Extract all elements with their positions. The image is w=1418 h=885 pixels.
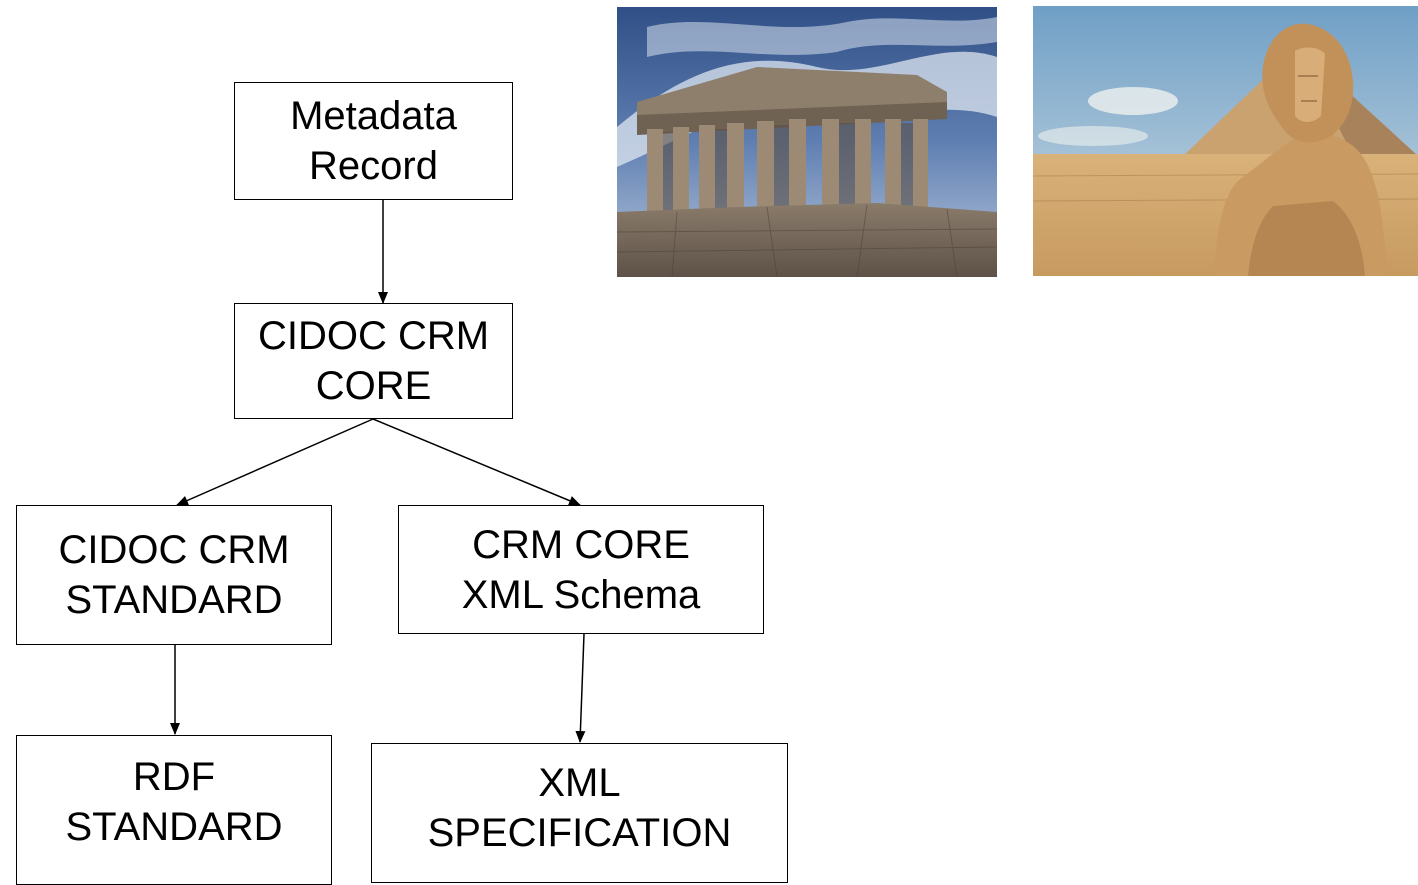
edge-schema-to-xmlspec	[575, 633, 586, 743]
node-metadata-record: Metadata Record	[234, 82, 513, 200]
node-core-line2: CORE	[315, 364, 432, 408]
node-crm-core-xml-schema: CRM CORE XML Schema	[398, 505, 764, 634]
node-xmlspec-line2: SPECIFICATION	[427, 811, 732, 855]
node-standard-line1: CIDOC CRM	[58, 528, 290, 572]
node-cidoc-crm-core: CIDOC CRM CORE	[234, 303, 513, 419]
node-rdf-line1: RDF	[132, 755, 216, 799]
edge-core-to-standard	[176, 418, 374, 506]
node-metadata-line1: Metadata	[290, 94, 457, 138]
node-rdf-standard: RDF STANDARD	[16, 735, 332, 885]
node-schema-line2: XML Schema	[461, 572, 701, 617]
node-xml-specification: XML SPECIFICATION	[371, 743, 788, 883]
sphinx-photo	[1033, 6, 1418, 276]
node-schema-line1: CRM CORE	[472, 522, 690, 567]
parthenon-photo	[617, 7, 997, 277]
node-core-line1: CIDOC CRM	[257, 314, 490, 358]
node-cidoc-crm-standard: CIDOC CRM STANDARD	[16, 505, 332, 645]
node-metadata-line2: Record	[309, 144, 438, 188]
node-standard-line2: STANDARD	[65, 578, 283, 622]
edge-core-to-schema	[372, 418, 581, 506]
node-rdf-line2: STANDARD	[65, 805, 283, 849]
node-xmlspec-line1: XML	[538, 761, 621, 805]
